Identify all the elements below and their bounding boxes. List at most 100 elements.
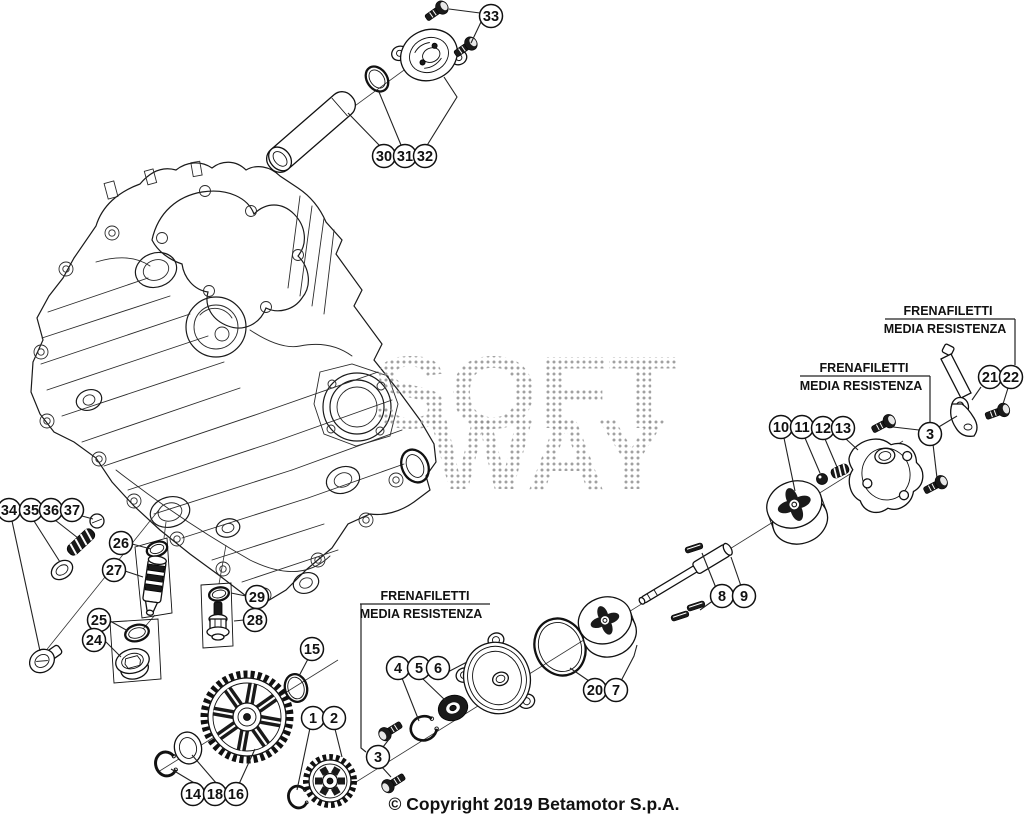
callout-1: 1: [300, 705, 326, 731]
callout-circle: [365, 744, 391, 770]
part-drain-bolt-assembly: [200, 582, 234, 649]
callout-36: 36: [38, 497, 64, 523]
callout-11: 11: [789, 414, 815, 440]
part-seal-5: [437, 694, 469, 722]
callout-number: 7: [612, 683, 620, 699]
callout-25: 25: [86, 607, 112, 633]
leader-line: [33, 520, 61, 563]
leader-line: [569, 667, 590, 682]
callout-number: 11: [794, 420, 809, 436]
callout-32: 32: [412, 143, 438, 169]
part-circlip-14: [154, 750, 178, 778]
callout-26: 26: [108, 530, 134, 556]
callout-number: 25: [91, 613, 107, 629]
leader-line: [824, 438, 838, 468]
part-spring-12: [830, 463, 850, 479]
note-threadlocker-2: FRENAFILETTI MEDIA RESISTENZA: [800, 361, 931, 422]
leader-line: [845, 438, 859, 451]
callout-16: 16: [223, 781, 249, 807]
part-oring-31: [364, 65, 390, 93]
leader-line: [131, 543, 152, 550]
leader-line: [382, 737, 391, 748]
callout-number: 37: [64, 503, 80, 519]
callout-number: 27: [106, 563, 122, 579]
callout-18: 18: [202, 781, 228, 807]
callout-number: 30: [376, 149, 392, 165]
leader-line: [804, 437, 821, 474]
note-leader: [360, 604, 367, 753]
callout-10: 10: [768, 414, 794, 440]
leader-line: [378, 91, 402, 146]
note-text-line1: FRENAFILETTI: [820, 361, 909, 375]
callout-number: 6: [434, 661, 442, 677]
callout-number: 5: [415, 661, 423, 677]
callout-circle: [108, 530, 134, 556]
part-pump-shaft: [638, 542, 733, 605]
leader-line: [701, 552, 717, 589]
leader-line: [109, 620, 129, 632]
callout-number: 1: [309, 711, 317, 727]
callout-number: 26: [113, 536, 129, 552]
part-oil-filter-assembly: [134, 537, 173, 619]
part-circlip-4: [409, 714, 439, 742]
part-outer-rotor: [577, 596, 637, 658]
callout-20: 20: [582, 677, 608, 703]
note-text-line2: MEDIA RESISTENZA: [800, 379, 922, 393]
callout-30: 30: [371, 143, 397, 169]
part-oil-pipe: [940, 343, 978, 437]
callout-number: 24: [86, 633, 102, 649]
part-pump-flange: [455, 632, 536, 715]
callout-circle: [59, 497, 85, 523]
callout-number: 3: [926, 427, 934, 443]
callout-37: 37: [59, 497, 85, 523]
callout-number: 31: [397, 149, 413, 165]
callout-22: 22: [998, 364, 1024, 390]
callout-28: 28: [242, 607, 268, 633]
callout-5: 5: [406, 655, 432, 681]
note-text-line1: FRENAFILETTI: [381, 589, 470, 603]
part-relief-washer: [50, 559, 74, 581]
callout-number: 29: [249, 590, 265, 606]
callout-number: 34: [1, 503, 17, 519]
leader-line: [971, 386, 982, 401]
leader-line: [401, 677, 420, 722]
leader-line: [932, 443, 938, 479]
leader-line: [298, 658, 309, 677]
callout-number: 15: [304, 642, 320, 658]
callout-number: 4: [394, 661, 402, 677]
leader-line: [233, 619, 245, 622]
part-relief-piston: [89, 513, 105, 529]
callout-35: 35: [18, 497, 44, 523]
callout-number: 28: [247, 613, 263, 629]
part-relief-plug: [28, 644, 63, 674]
crankcase-drawing: [30, 160, 437, 603]
callout-number: 13: [835, 421, 851, 437]
watermark-line2: WAY: [430, 396, 668, 511]
leader-line: [230, 592, 247, 597]
callout-6: 6: [425, 655, 451, 681]
callout-circle: [830, 415, 856, 441]
copyright-text: © Copyright 2019 Betamotor S.p.A.: [389, 794, 680, 814]
callout-circle: [917, 421, 943, 447]
callout-number: 16: [228, 787, 244, 803]
callout-number: 14: [185, 787, 201, 803]
callout-33: 33: [478, 3, 504, 29]
leader-line: [191, 754, 218, 785]
part-filter-cap-assembly: [109, 618, 162, 684]
leader-line: [422, 678, 447, 702]
note-text-line2: MEDIA RESISTENZA: [884, 322, 1006, 336]
callout-circle: [478, 3, 504, 29]
callout-3: 3: [365, 744, 391, 770]
part-pump-driven-gear: [200, 670, 294, 764]
callout-24: 24: [81, 627, 107, 653]
callout-8: 8: [709, 583, 735, 609]
callout-circle: [603, 677, 629, 703]
parts-group: [28, 0, 1013, 810]
part-drain-bolt: [206, 601, 230, 641]
leader-line: [81, 515, 94, 520]
part-oring-15: [283, 673, 309, 703]
callout-27: 27: [101, 557, 127, 583]
leader-line: [124, 570, 144, 578]
